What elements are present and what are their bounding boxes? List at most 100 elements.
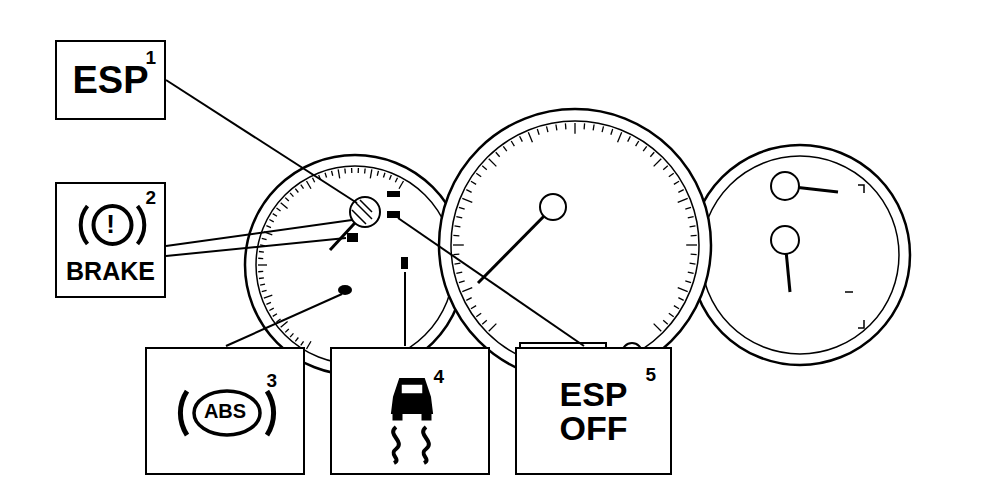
tick-mark — [301, 185, 304, 189]
tick-mark — [482, 320, 487, 324]
tick-mark — [377, 171, 378, 176]
icon-mark: ! — [57, 211, 164, 237]
tick-mark — [602, 126, 603, 132]
tick-mark — [462, 288, 472, 292]
tick-mark — [663, 320, 668, 324]
tachometer-face — [256, 166, 454, 364]
tick-mark — [262, 238, 267, 239]
tick-mark — [628, 136, 631, 141]
tick-mark — [688, 217, 694, 218]
tick-mark — [338, 169, 340, 178]
leader-line — [404, 272, 406, 346]
tick-mark — [259, 251, 264, 253]
traction-indicator — [401, 257, 408, 269]
tick-mark — [583, 123, 585, 129]
tick-mark — [325, 173, 327, 178]
indicator-label: ABS — [204, 401, 246, 421]
tick-mark — [260, 284, 265, 285]
leader-line — [398, 218, 584, 346]
tick-mark — [307, 181, 312, 189]
tick-mark — [686, 244, 697, 245]
callout-number: 3 — [266, 371, 277, 390]
leader-line — [166, 220, 352, 246]
tick-mark — [273, 314, 277, 317]
tick-mark — [690, 225, 696, 227]
leader-line — [166, 238, 346, 256]
leader-line — [166, 80, 357, 203]
tick-mark — [643, 146, 647, 151]
temp-needle-hub — [771, 226, 799, 254]
callout-number: 1 — [145, 48, 156, 67]
tick-mark — [258, 264, 267, 265]
callout-box: ESP1 — [55, 40, 166, 120]
tick-mark — [476, 313, 481, 317]
tick-mark — [650, 152, 654, 157]
tachometer-rim — [245, 155, 465, 375]
tick-mark — [690, 262, 696, 264]
tick-mark — [395, 178, 397, 182]
car-symbol — [332, 349, 492, 477]
tick-mark — [258, 271, 263, 273]
tick-mark — [678, 198, 688, 202]
tick-mark — [482, 166, 487, 170]
tick-mark — [678, 298, 683, 301]
tick-mark — [611, 129, 613, 135]
tick-mark — [389, 175, 391, 180]
brake-indicator — [347, 233, 358, 242]
tick-mark — [636, 141, 639, 146]
tick-mark — [301, 341, 304, 345]
tick-mark — [678, 190, 683, 193]
callout-box: !BRAKE2 — [55, 182, 166, 298]
tick-mark — [471, 306, 476, 309]
tick-mark — [462, 198, 472, 202]
tick-mark — [663, 166, 668, 170]
fuel-temp-face — [701, 156, 899, 354]
tick-mark — [685, 207, 691, 209]
tick-mark — [691, 235, 697, 237]
tick-mark — [290, 333, 293, 337]
tick-mark — [674, 306, 679, 309]
tick-mark — [565, 123, 567, 129]
tick-mark — [281, 322, 288, 328]
tick-mark — [344, 169, 346, 174]
tick-mark — [277, 208, 281, 211]
hub-hatch — [352, 200, 372, 224]
tick-mark — [269, 308, 273, 310]
gauge-brackets — [845, 185, 864, 328]
tick-mark — [678, 288, 688, 292]
tick-mark — [266, 226, 271, 228]
callout-box: ESP OFF5 — [515, 347, 672, 475]
speed-needle — [478, 207, 553, 283]
speed-needle-hub — [540, 194, 566, 220]
indicator-label: ESP — [72, 61, 148, 99]
tick-mark — [528, 132, 532, 142]
tick-mark — [307, 341, 312, 349]
tick-mark — [511, 141, 514, 146]
tick-mark — [269, 219, 273, 221]
tick-mark — [399, 181, 404, 189]
esp-off-indicator — [387, 211, 400, 218]
tick-mark — [688, 272, 694, 273]
tick-mark — [592, 125, 594, 131]
tick-mark — [258, 258, 263, 260]
tick-mark — [351, 168, 352, 173]
abs-indicator — [338, 285, 352, 295]
tick-mark — [489, 159, 497, 167]
tick-mark — [489, 324, 497, 332]
callout-number: 5 — [645, 365, 656, 384]
callout-box: 4 — [330, 347, 490, 475]
tick-mark — [453, 235, 459, 237]
tick-mark — [456, 217, 462, 218]
tick-mark — [471, 181, 476, 184]
fuel-temp-rim — [690, 145, 910, 365]
tick-mark — [312, 178, 314, 182]
callout-box: ABS 3 — [145, 347, 305, 475]
tick-mark — [453, 253, 459, 255]
tick-mark — [290, 193, 293, 197]
esp-indicator — [387, 191, 400, 197]
tick-mark — [654, 159, 662, 167]
tick-mark — [453, 244, 464, 245]
tick-mark — [456, 272, 462, 273]
indicator-label: BRAKE — [66, 259, 155, 284]
tick-mark — [685, 281, 691, 283]
